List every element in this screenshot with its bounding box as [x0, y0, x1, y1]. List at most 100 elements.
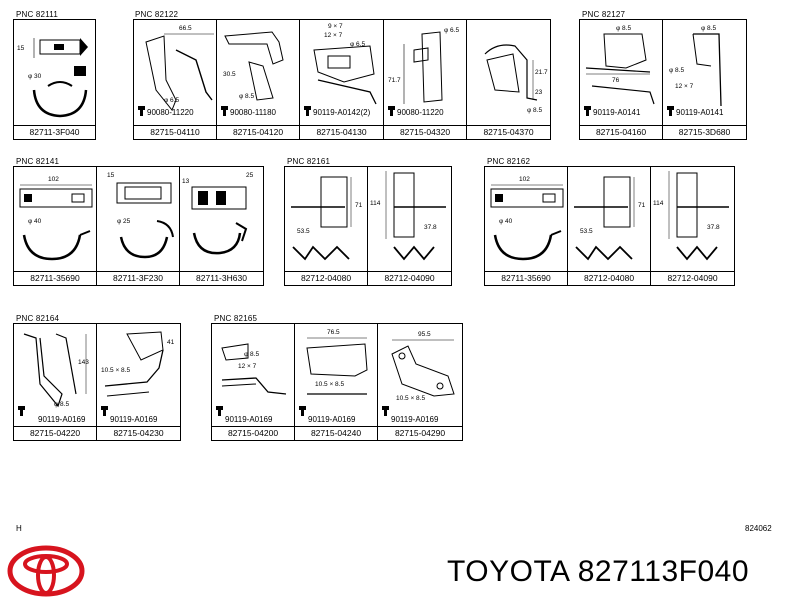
bolt-part-number: 90119-A0169: [308, 415, 356, 424]
svg-text:102: 102: [48, 176, 59, 183]
bracket-drawing: φ 8.5 φ 8.5 12 × 7: [669, 25, 722, 107]
part-cell[interactable]: 95.5 10.5 × 8.5 90119-A0169 82715-04290: [378, 324, 462, 440]
part-cell[interactable]: 30.5 φ 8.5 90080-11180 82715-04120: [217, 20, 300, 139]
svg-text:102: 102: [519, 176, 530, 183]
part-cell[interactable]: 9 × 7 12 × 7 φ 6.5 90119-A0142(2) 82715-…: [300, 20, 384, 139]
part-cell[interactable]: 114 37.8 82712-04090: [651, 167, 734, 285]
group-82161: 71 53.5 82712-04080 114 37.8 82712-04090: [284, 166, 452, 286]
part-cell[interactable]: 21.7 23 φ 8.5 82715-04370: [467, 20, 550, 139]
pnc-label-82111: PNC 82111: [16, 10, 58, 19]
svg-text:φ 8.5: φ 8.5: [616, 25, 631, 32]
svg-text:φ 8.5: φ 8.5: [54, 401, 69, 408]
svg-text:φ 40: φ 40: [28, 218, 42, 225]
group-82165: φ 8.5 12 × 7 90119-A0169 82715-04200 76.…: [211, 323, 463, 441]
part-cell[interactable]: 143 φ 8.5 90119-A0169 82715-04220: [14, 324, 97, 440]
clip-drawing: 114 37.8: [370, 171, 446, 261]
part-number: 82711-3H630: [180, 271, 263, 285]
part-number: 82715-04320: [384, 125, 466, 139]
part-number: 82711-3F040: [14, 125, 95, 139]
part-cell[interactable]: 71 53.5 82712-04080: [285, 167, 368, 285]
svg-text:66.5: 66.5: [179, 25, 192, 32]
pnc-label-82122: PNC 82122: [135, 10, 179, 19]
svg-text:71: 71: [355, 202, 363, 209]
svg-text:φ 6.5: φ 6.5: [350, 41, 365, 48]
svg-text:φ 8.5: φ 8.5: [244, 351, 259, 358]
bolt-part-number: 90119-A0169: [391, 415, 439, 424]
svg-text:95.5: 95.5: [418, 331, 431, 338]
part-cell[interactable]: 102 φ 40 82711-35690: [485, 167, 568, 285]
part-number: 82715-04370: [467, 125, 550, 139]
bracket-drawing: 76.5 10.5 × 8.5: [306, 329, 368, 395]
svg-text:10.5 × 8.5: 10.5 × 8.5: [396, 395, 425, 402]
part-cell[interactable]: 66.5 φ 6.5 90080-11220 82715-04110: [134, 20, 217, 139]
svg-text:10.5 × 8.5: 10.5 × 8.5: [101, 367, 130, 374]
svg-text:30.5: 30.5: [223, 71, 236, 78]
svg-text:φ 6.5: φ 6.5: [444, 27, 459, 34]
svg-text:37.8: 37.8: [707, 224, 720, 231]
svg-text:41: 41: [167, 339, 175, 346]
bracket-drawing: 66.5 φ 6.5: [145, 25, 214, 111]
pnc-label-82141: PNC 82141: [16, 157, 60, 166]
part-number: 82715-04130: [300, 125, 383, 139]
part-cell[interactable]: 71 53.5 82712-04080: [568, 167, 651, 285]
svg-text:12 × 7: 12 × 7: [238, 363, 257, 370]
part-cell[interactable]: 102 φ 40 82711-35690: [14, 167, 97, 285]
part-number: 82712-04080: [285, 271, 367, 285]
bolt-part-number: 90119-A0142(2): [313, 108, 371, 117]
pnc-label-82162: PNC 82162: [487, 157, 531, 166]
bolt-part-number: 90080-11220: [397, 108, 444, 117]
clip-drawing: 71 53.5: [574, 176, 646, 261]
part-cell[interactable]: φ 6.5 71.7 90080-11220 82715-04320: [384, 20, 467, 139]
group-82162: 102 φ 40 82711-35690 71 53.5 82712-04080…: [484, 166, 735, 286]
svg-text:53.5: 53.5: [580, 228, 593, 235]
svg-text:9 × 7: 9 × 7: [328, 23, 343, 30]
svg-text:25: 25: [246, 172, 254, 179]
svg-text:23: 23: [535, 89, 543, 96]
bolt-icon: [101, 406, 108, 416]
part-cell[interactable]: 76.5 10.5 × 8.5 90119-A0169 82715-04240: [295, 324, 378, 440]
svg-text:15: 15: [107, 172, 115, 179]
pnc-label-82161: PNC 82161: [287, 157, 331, 166]
group-82164: 143 φ 8.5 90119-A0169 82715-04220 41 10.…: [13, 323, 181, 441]
bracket-drawing: 41 10.5 × 8.5: [101, 331, 175, 397]
clip-drawing: 102 φ 40: [490, 176, 564, 261]
part-number: 82712-04080: [568, 271, 650, 285]
bracket-drawing: 21.7 23 φ 8.5: [484, 44, 548, 114]
bolt-icon: [382, 406, 389, 416]
svg-text:φ 8.5: φ 8.5: [239, 93, 254, 100]
product-caption: TOYOTA 827113F040: [447, 555, 750, 588]
part-cell[interactable]: φ 8.5 12 × 7 90119-A0169 82715-04200: [212, 324, 295, 440]
part-cell[interactable]: 13 25 82711-3H630: [180, 167, 263, 285]
bracket-drawing: φ 6.5 71.7: [388, 27, 459, 104]
svg-text:φ 8.5: φ 8.5: [701, 25, 716, 32]
bolt-icon: [388, 106, 395, 116]
part-cell[interactable]: φ 8.5 76 90119-A0141 82715-04160: [580, 20, 663, 139]
svg-text:71: 71: [638, 202, 646, 209]
part-number: 82715-04110: [134, 125, 216, 139]
group-82111: 15 φ 30 82711-3F040: [13, 19, 96, 140]
part-cell[interactable]: 114 37.8 82712-04090: [368, 167, 451, 285]
part-number: 82715-04120: [217, 125, 299, 139]
part-number: 82715-04240: [295, 426, 377, 440]
bolt-part-number: 90119-A0169: [110, 415, 158, 424]
part-cell[interactable]: 15 φ 30 82711-3F040: [14, 20, 95, 139]
part-number: 82715-04290: [378, 426, 462, 440]
bolt-part-number: 90119-A0141: [593, 108, 641, 117]
svg-text:10.5 × 8.5: 10.5 × 8.5: [315, 381, 344, 388]
group-82122: 66.5 φ 6.5 90080-11220 82715-04110 30.5 …: [133, 19, 551, 140]
clip-drawing: 13 25: [182, 172, 254, 255]
clip-drawing: 71 53.5: [291, 176, 363, 261]
svg-text:φ 6.5: φ 6.5: [164, 97, 179, 104]
bolt-icon: [216, 406, 223, 416]
pnc-label-82165: PNC 82165: [214, 314, 258, 323]
toyota-logo-icon: [7, 545, 85, 597]
bolt-icon: [18, 406, 25, 416]
svg-text:21.7: 21.7: [535, 69, 548, 76]
part-cell[interactable]: 41 10.5 × 8.5 90119-A0169 82715-04230: [97, 324, 180, 440]
part-cell[interactable]: φ 8.5 φ 8.5 12 × 7 90119-A0141 82715-3D6…: [663, 20, 746, 139]
svg-text:37.8: 37.8: [424, 224, 437, 231]
svg-text:143: 143: [78, 359, 89, 366]
bolt-part-number: 90119-A0141: [676, 108, 724, 117]
bolt-icon: [299, 406, 306, 416]
part-cell[interactable]: 15 φ 25 82711-3F230: [97, 167, 180, 285]
